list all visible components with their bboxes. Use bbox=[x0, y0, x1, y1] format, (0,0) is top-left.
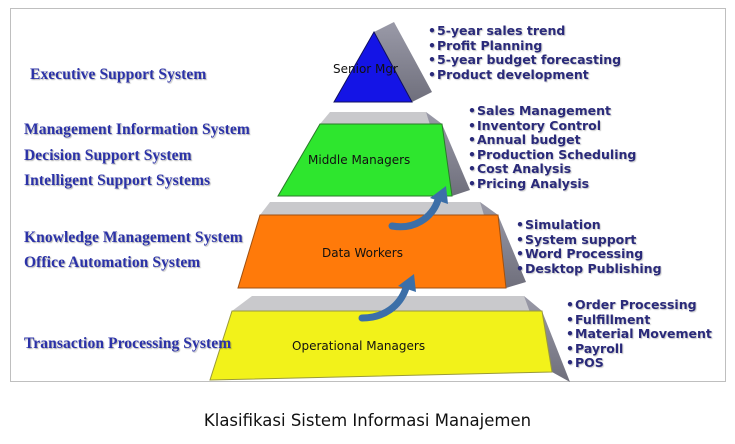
diagram-frame bbox=[10, 8, 726, 382]
task-item: Product development bbox=[428, 67, 621, 83]
system-decision-support: Decision Support System bbox=[24, 147, 192, 164]
level-front-face bbox=[277, 123, 453, 197]
task-item: Annual budget bbox=[468, 133, 636, 148]
tasks-list-data-workers: Simulation System support Word Processin… bbox=[516, 217, 662, 277]
system-transaction-processing: Transaction Processing System bbox=[24, 335, 232, 352]
tasks-list-senior: 5-year sales trend Profit Planning 5-yea… bbox=[428, 23, 621, 83]
level-front-face bbox=[237, 214, 507, 289]
task-item: Profit Planning bbox=[428, 38, 621, 54]
task-item: 5-year sales trend bbox=[428, 23, 621, 39]
pyramid-level-senior bbox=[333, 22, 432, 103]
task-item: Desktop Publishing bbox=[516, 261, 662, 277]
level-label-middle: Middle Managers bbox=[308, 153, 411, 167]
level-side-face bbox=[374, 22, 432, 102]
task-item: Inventory Control bbox=[468, 118, 636, 134]
task-item: Fulfillment bbox=[566, 312, 712, 328]
task-item: Pricing Analysis bbox=[468, 176, 636, 192]
arrow-data-to-middle bbox=[388, 186, 448, 231]
task-item: Order Processing bbox=[566, 297, 712, 313]
task-item: Simulation bbox=[516, 217, 662, 233]
pyramid-level-operational bbox=[209, 296, 570, 382]
level-front-face bbox=[209, 310, 553, 381]
level-top-face bbox=[320, 112, 442, 124]
level-front-face bbox=[333, 30, 413, 103]
task-item: 5-year budget forecasting bbox=[428, 53, 621, 68]
level-top-face bbox=[232, 296, 542, 311]
system-office-automation: Office Automation System bbox=[24, 254, 201, 271]
system-executive-support: Executive Support System bbox=[30, 66, 207, 83]
level-top-face bbox=[260, 202, 498, 215]
level-label-operational: Operational Managers bbox=[292, 339, 426, 353]
tasks-list-middle: Sales Management Inventory Control Annua… bbox=[468, 103, 636, 192]
tasks-list-operational: Order Processing Fulfillment Material Mo… bbox=[566, 297, 712, 371]
task-item: Cost Analysis bbox=[468, 162, 636, 177]
system-management-information: Management Information System bbox=[24, 121, 250, 138]
task-item: Word Processing bbox=[516, 247, 662, 262]
pyramid-level-middle bbox=[277, 112, 470, 197]
system-knowledge-management: Knowledge Management System bbox=[24, 229, 243, 246]
level-label-data-workers: Data Workers bbox=[322, 246, 403, 260]
task-item: Payroll bbox=[566, 341, 712, 357]
system-intelligent-support: Intelligent Support Systems bbox=[24, 172, 211, 189]
task-item: System support bbox=[516, 232, 662, 248]
task-item: Production Scheduling bbox=[468, 147, 636, 163]
pyramid-level-data-workers bbox=[237, 202, 526, 289]
task-item: Material Movement bbox=[566, 327, 712, 342]
diagram-caption: Klasifikasi Sistem Informasi Manajemen bbox=[203, 411, 532, 430]
task-item: Sales Management bbox=[468, 103, 636, 119]
arrow-operational-to-data bbox=[358, 274, 416, 322]
level-label-senior: Senior Mgr bbox=[333, 62, 398, 76]
task-item: POS bbox=[566, 356, 712, 371]
